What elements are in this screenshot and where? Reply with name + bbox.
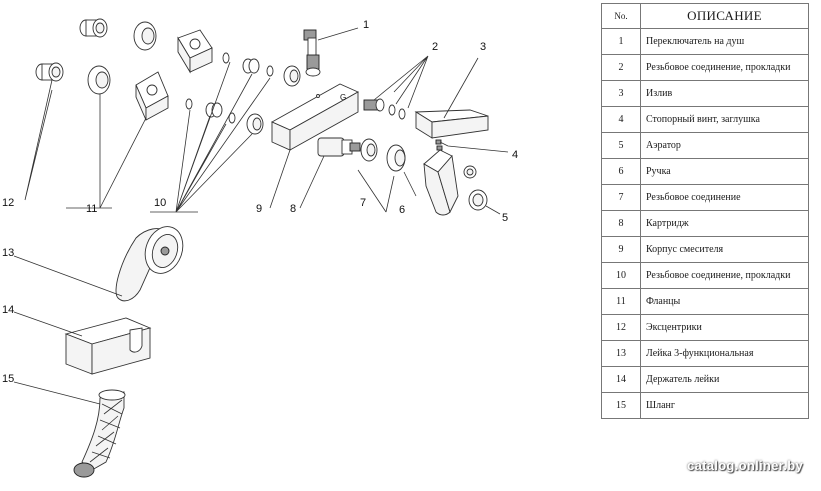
callout-15: 15 (2, 373, 14, 385)
legend-row-number: 8 (601, 210, 641, 237)
legend-row-description: Аэратор (640, 132, 809, 159)
callout-14: 14 (2, 304, 14, 316)
mixer-body (270, 83, 360, 151)
watermark: catalog.onliner.by (687, 458, 803, 473)
legend-row-number: 10 (601, 262, 641, 289)
flange-upper (177, 29, 213, 74)
flange-lower (135, 71, 169, 121)
callout-3: 3 (480, 41, 486, 53)
legend-row-number: 1 (601, 28, 641, 55)
callout-10: 10 (154, 197, 166, 209)
eccentric-lower (35, 62, 64, 82)
callout-6: 6 (399, 204, 405, 216)
leader-lines (13, 27, 509, 405)
cartridge (317, 137, 361, 157)
legend-row-number: 14 (601, 366, 641, 393)
callout-4: 4 (512, 149, 518, 161)
legend-row-description: Резьбовое соединение (640, 184, 809, 211)
legend-row-description: Стопорный винт, заглушка (640, 106, 809, 133)
legend-row-description: Лейка 3-функциональная (640, 340, 809, 367)
legend-row-number: 9 (601, 236, 641, 263)
legend-row-description: Эксцентрики (640, 314, 809, 341)
legend-row-description: Резьбовое соединение, прокладки (640, 262, 809, 289)
spout (414, 109, 489, 139)
legend-row-number: 13 (601, 340, 641, 367)
diverter-switch (303, 29, 321, 77)
exploded-parts-diagram: G (2, 18, 518, 478)
nut-upper (133, 21, 157, 51)
callout-12: 12 (2, 197, 14, 209)
legend-row-description: Картридж (640, 210, 809, 237)
legend-header-row: No. ОПИСАНИЕ (601, 3, 809, 29)
legend-row-number: 12 (601, 314, 641, 341)
legend-row-number: 2 (601, 54, 641, 81)
legend-row-description: Переключатель на душ (640, 28, 809, 55)
callout-11: 11 (86, 203, 97, 215)
legend-row-number: 7 (601, 184, 641, 211)
callout-9: 9 (256, 203, 262, 215)
aerator (463, 165, 488, 211)
svg-text:G: G (340, 93, 346, 102)
legend-row-number: 4 (601, 106, 641, 133)
callout-7: 7 (360, 197, 366, 209)
legend-row-number: 3 (601, 80, 641, 107)
legend-row-description: Излив (640, 80, 809, 107)
legend-row-description: Фланцы (640, 288, 809, 315)
fitting-7 (360, 138, 406, 172)
callout-1: 1 (363, 19, 369, 31)
spout-connector: G (340, 93, 406, 120)
shower-hose (73, 389, 126, 478)
eccentric-upper (79, 18, 108, 38)
callout-8: 8 (290, 203, 296, 215)
shower-holder (64, 317, 152, 375)
legend-row-number: 15 (601, 392, 641, 419)
handle (423, 149, 459, 216)
legend-header-no: No. (601, 3, 641, 29)
legend-row-description: Держатель лейки (640, 366, 809, 393)
legend-row-number: 11 (601, 288, 641, 315)
legend-row-number: 5 (601, 132, 641, 159)
callout-13: 13 (2, 247, 14, 259)
fittings-upper (222, 52, 301, 87)
legend-row-description: Корпус смесителя (640, 236, 809, 263)
legend-header-description: ОПИСАНИЕ (640, 3, 809, 29)
callout-2: 2 (432, 41, 438, 53)
legend-row-number: 6 (601, 158, 641, 185)
hand-shower (115, 226, 184, 302)
nut-lower (87, 65, 111, 95)
callout-5: 5 (502, 212, 508, 224)
legend-row-description: Шланг (640, 392, 809, 419)
fittings-lower (185, 98, 264, 135)
legend-row-description: Резьбовое соединение, прокладки (640, 54, 809, 81)
set-screw (435, 139, 443, 151)
legend-row-description: Ручка (640, 158, 809, 185)
